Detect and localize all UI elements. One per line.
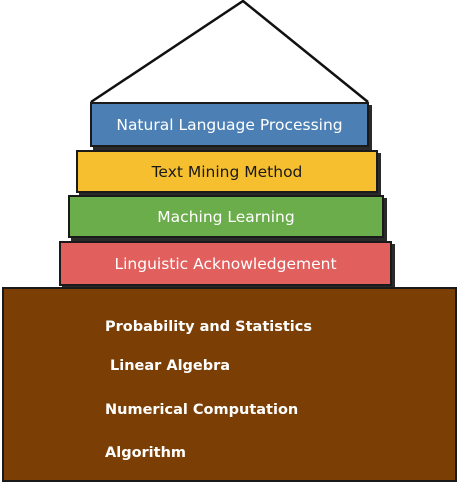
layer-text-mining-method: Text Mining Method (76, 150, 378, 193)
layer-natural-language-processing: Natural Language Processing (90, 102, 369, 147)
layer-label: Linguistic Acknowledgement (114, 254, 337, 273)
foundation-item: Probability and Statistics (105, 319, 312, 335)
foundation-item: Linear Algebra (110, 358, 231, 374)
layer-label: Text Mining Method (151, 162, 303, 181)
layer-label: Maching Learning (157, 207, 295, 226)
layer-machine-learning: Maching Learning (68, 195, 384, 238)
foundation-item: Algorithm (105, 445, 187, 461)
foundation-block: Probability and Statistics Linear Algebr… (2, 287, 457, 482)
layer-linguistic-acknowledgement: Linguistic Acknowledgement (59, 241, 392, 286)
roof-outline (90, 0, 369, 104)
foundation-item: Numerical Computation (105, 402, 299, 418)
layer-label: Natural Language Processing (116, 115, 343, 134)
